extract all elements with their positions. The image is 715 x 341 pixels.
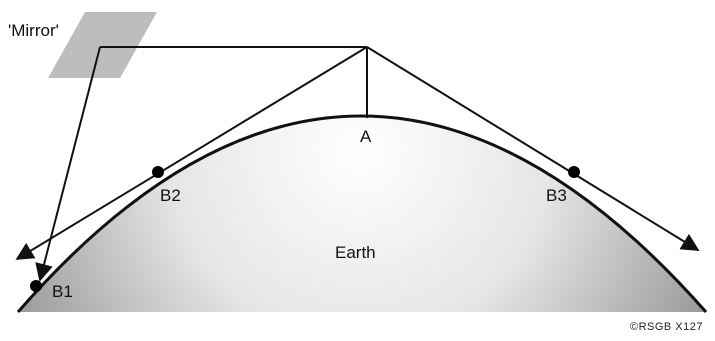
label-b2: B2 xyxy=(160,186,181,205)
earth-surface xyxy=(16,114,708,313)
copyright-notice: ©RSGB X127 xyxy=(629,321,703,333)
point-b3 xyxy=(568,166,580,178)
point-b2 xyxy=(152,166,164,178)
point-b1 xyxy=(30,280,42,292)
reflected-ray-b1 xyxy=(35,46,101,282)
tangent-ray-right xyxy=(366,46,700,251)
label-earth: Earth xyxy=(335,243,376,262)
tangent-ray-left xyxy=(15,46,368,260)
mirror-shape xyxy=(48,12,157,78)
label-a: A xyxy=(360,127,372,146)
label-b3: B3 xyxy=(546,186,567,205)
label-b1: B1 xyxy=(52,282,73,301)
label-mirror: 'Mirror' xyxy=(8,21,59,40)
